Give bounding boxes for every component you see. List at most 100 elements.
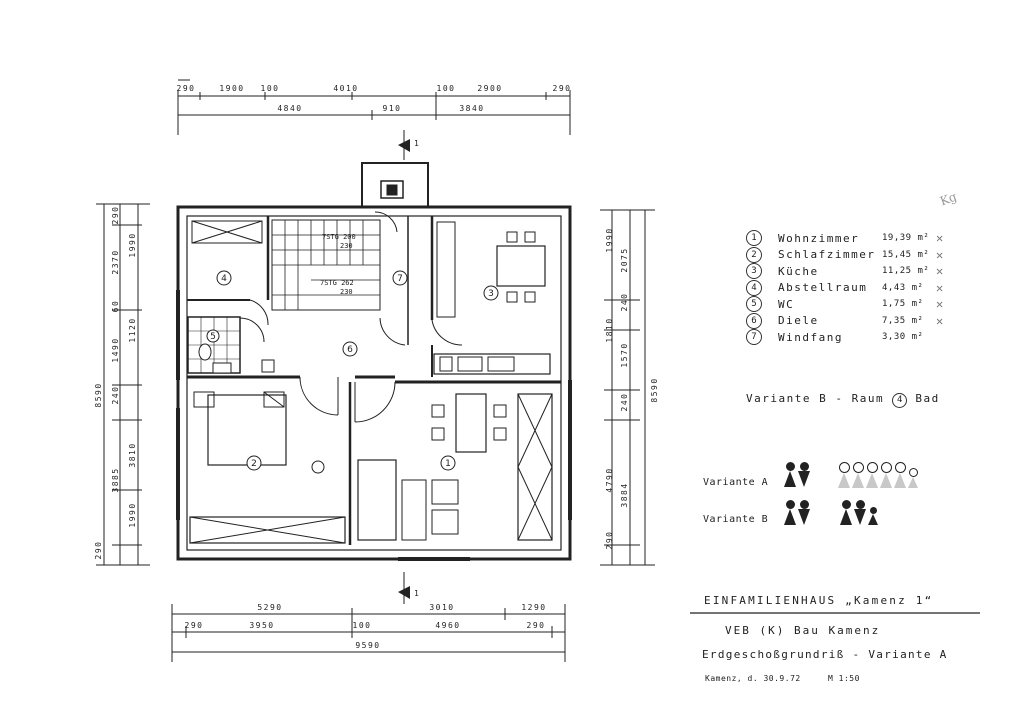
dim-top-4: 4010: [333, 84, 358, 93]
section-marker-top: 1: [414, 139, 419, 148]
stair-label-top: 7STG 200: [322, 233, 356, 241]
stair-label-bottom: 7STG 262: [320, 279, 354, 287]
legend-name: Abstellraum: [778, 281, 868, 295]
dim-right-3: 240: [620, 293, 629, 312]
dim-top-7: 290: [553, 84, 572, 93]
room-label-6: 6: [347, 345, 353, 355]
dim-right-2: 2075: [620, 247, 629, 272]
bed: [207, 394, 287, 466]
room-num-5: [206, 329, 220, 343]
dim-left-11: 8590: [94, 382, 103, 407]
room-label-5: 5: [210, 332, 216, 342]
variant-note: Variante B - Raum 4 Bad: [746, 392, 940, 408]
room-label-7: 7: [397, 274, 403, 284]
dim-left-6: 240: [111, 386, 120, 405]
title-underline: [690, 612, 980, 614]
room-num-1: [440, 455, 456, 471]
variant-b-children-icon: [840, 500, 878, 525]
kitchen-counter: [433, 353, 551, 375]
pencil-mark: Kg: [938, 189, 959, 209]
variant-note-num: 4: [892, 392, 908, 408]
floor-plan: 1 2 3 4 5 6 7 7STG 200 230 7STG 262 230 …: [94, 79, 659, 662]
legend-num: 2: [746, 246, 762, 263]
variant-b-adults-icon: [784, 500, 810, 525]
legend-name: WC: [778, 297, 795, 311]
dim-bottom-8: 290: [527, 621, 546, 630]
variant-note-suffix: Bad: [915, 392, 940, 405]
dim-top-8: 4840: [277, 104, 302, 113]
dim-right-7: 4790: [605, 467, 614, 492]
stair-label-bottom-sub: 230: [340, 288, 353, 296]
wall-unit: [517, 393, 553, 541]
legend-name: Windfang: [778, 330, 843, 344]
dim-bottom-6: 100: [353, 621, 372, 630]
dim-bottom-4: 290: [185, 621, 204, 630]
legend-area: 1,75 m²: [882, 299, 924, 310]
room-label-1: 1: [445, 459, 451, 469]
legend-area: 19,39 m²: [882, 233, 930, 244]
legend-name: Küche: [778, 264, 819, 278]
legend-name: Diele: [778, 314, 819, 328]
dim-top-1: 290: [177, 84, 196, 93]
dining-table: [455, 393, 487, 453]
check-mark-icon: ✕: [936, 297, 945, 312]
dim-bottom-1: 5290: [257, 603, 282, 612]
dim-left-4: 1120: [128, 317, 137, 342]
dim-left-12: 3885: [111, 467, 120, 492]
dim-bottom-total: 9590: [355, 641, 380, 650]
dim-left-9: 290: [94, 541, 103, 560]
kitchen-table: [496, 245, 546, 287]
dim-top-6: 2900: [477, 84, 502, 93]
dim-left-5: 1490: [111, 337, 120, 362]
check-mark-icon: ✕: [936, 280, 945, 295]
room-num-3: [483, 285, 499, 301]
variant-b-label: Variante B: [703, 514, 769, 525]
dim-right-8: 3884: [620, 482, 629, 507]
check-mark-icon: ✕: [936, 247, 945, 262]
dim-top-10: 3840: [459, 104, 484, 113]
sofa: [357, 459, 397, 541]
legend-num: 3: [746, 263, 762, 280]
dim-right-1: 1990: [605, 227, 614, 252]
dim-top-5: 100: [437, 84, 456, 93]
room-num-4: [216, 270, 232, 286]
legend-area: 15,45 m²: [882, 249, 930, 260]
room-num-2: [246, 455, 262, 471]
drawing-subtitle: Erdgeschoßgrundriß - Variante A: [702, 648, 948, 661]
dim-top-2: 1900: [219, 84, 244, 93]
dim-left-1: 290: [111, 206, 120, 225]
variant-a-children-icon: [838, 462, 918, 488]
dim-right-4: 1810: [605, 317, 614, 342]
legend-area: 3,30 m²: [882, 332, 924, 343]
check-mark-icon: ✕: [936, 313, 945, 328]
room-num-6: [342, 341, 358, 357]
stair-label-top-sub: 230: [340, 242, 353, 250]
dim-bottom-3: 1290: [521, 603, 546, 612]
legend-name: Wohnzimmer: [778, 231, 860, 245]
dim-right-10: 8590: [650, 377, 659, 402]
dim-left-2: 2370: [111, 249, 120, 274]
legend-num: 6: [746, 312, 762, 329]
room-label-2: 2: [251, 459, 257, 469]
dim-bottom-5: 3950: [249, 621, 274, 630]
check-mark-icon: ✕: [936, 264, 945, 279]
drawing-date: Kamenz, d. 30.9.72: [705, 674, 801, 683]
section-marker-bottom: 1: [414, 589, 419, 598]
dim-left-3: 60: [111, 300, 120, 313]
dim-left-7: 3810: [128, 442, 137, 467]
room-label-4: 4: [221, 274, 227, 284]
dim-bottom-2: 3010: [429, 603, 454, 612]
dim-left-8: 1990: [128, 502, 137, 527]
drawing-scale: M 1:50: [828, 674, 860, 683]
legend-num: 4: [746, 279, 762, 296]
legend-num: 1: [746, 230, 762, 247]
variant-note-prefix: Variante B - Raum: [746, 392, 885, 405]
variant-a-adults-icon: [784, 462, 810, 487]
